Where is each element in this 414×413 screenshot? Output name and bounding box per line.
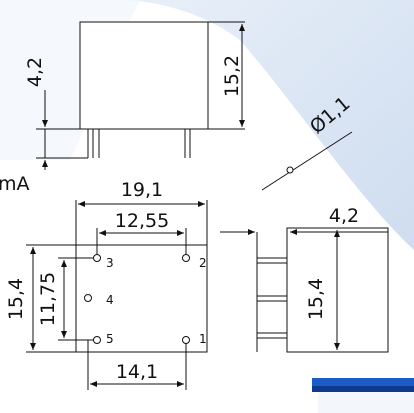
- front-view-body: [75, 244, 208, 353]
- pin-label-2: 2: [199, 256, 207, 270]
- right-height-dim: 15,4: [305, 278, 327, 320]
- blue-bar: [312, 378, 414, 386]
- pin-1-hole: [182, 336, 190, 344]
- front-inner-width-dim: 12,55: [115, 210, 169, 232]
- side-partial-text: mA: [0, 173, 30, 195]
- right-depth-dim: 4,2: [329, 205, 359, 227]
- front-height-dim: 15,4: [5, 278, 27, 320]
- pin-label-3: 3: [106, 256, 114, 270]
- background-swoosh: [120, 0, 414, 250]
- white-strip: [318, 392, 414, 413]
- pin-3-hole: [93, 254, 101, 262]
- pin-label-4: 4: [106, 293, 114, 307]
- front-inner-height-dim: 11,75: [37, 272, 59, 326]
- top-pin-length-dim: 4,2: [24, 57, 46, 87]
- top-view-body: [79, 21, 209, 130]
- pin-label-1: 1: [199, 332, 207, 346]
- top-height-dim: 15,2: [221, 55, 243, 97]
- front-width-dim: 19,1: [121, 179, 163, 201]
- blue-bar-shadow: [312, 386, 414, 392]
- pin-4-hole: [84, 294, 92, 302]
- pin-5-hole: [93, 336, 101, 344]
- pin-label-5: 5: [106, 332, 114, 346]
- pin-2-hole: [182, 254, 190, 262]
- front-bottom-dim: 14,1: [116, 361, 158, 383]
